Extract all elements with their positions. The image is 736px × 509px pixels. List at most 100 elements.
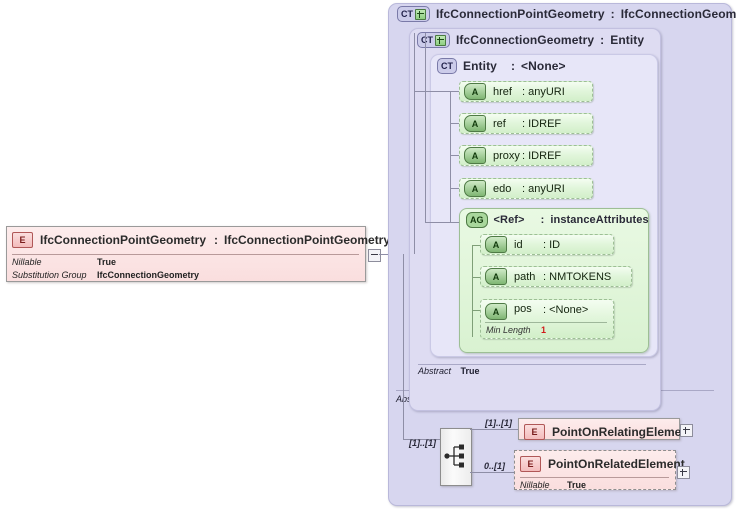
child-element-PointOnRelatedElement[interactable]: E PointOnRelatedElement Nillable True — [514, 450, 685, 490]
outer-type-name: IfcConnectionPointGeometry — [436, 7, 605, 21]
attribute-type: : NMTOKENS — [543, 271, 611, 283]
connector-bus-v1 — [414, 33, 415, 254]
badge-label: CT — [421, 34, 433, 45]
attribute-separator: : — [522, 85, 526, 98]
connector-bus-v2 — [403, 254, 404, 439]
attribute-pos[interactable]: A pos : <None> Min Length 1 — [480, 299, 614, 339]
root-element-collapse-toggle[interactable] — [368, 249, 381, 262]
expand-plus-icon[interactable] — [435, 34, 446, 46]
attribute-type-label: NMTOKENS — [549, 270, 612, 283]
connector-attr-href — [450, 91, 459, 92]
complex-type-badge[interactable]: CT — [417, 32, 450, 48]
attribute-group-badge: AG — [466, 212, 488, 228]
attribute-proxy[interactable]: A proxy : IDREF — [459, 145, 593, 166]
child-1-expand-toggle[interactable] — [680, 424, 693, 437]
outer-type-base: IfcConnectionGeometry — [620, 7, 736, 21]
attribute-icon: A — [464, 83, 486, 100]
connector-group-trunk — [472, 245, 473, 337]
outer-type-header: CT IfcConnectionPointGeometry : IfcConne… — [397, 6, 736, 22]
child-element-PointOnRelatingElement[interactable]: E PointOnRelatingElement — [518, 418, 693, 440]
connector-attr-edo — [450, 188, 459, 189]
attribute-name: ref — [493, 117, 506, 130]
attribute-group-name: <Ref> — [493, 214, 525, 226]
attribute-separator: : — [522, 149, 526, 162]
attribute-type: : IDREF — [522, 118, 561, 130]
connector-attr-ref — [450, 123, 459, 124]
attribute-name: pos — [514, 303, 532, 315]
attribute-type: : anyURI — [522, 86, 565, 98]
connector-group-attr-pos — [472, 310, 480, 311]
attribute-type: : IDREF — [522, 150, 561, 162]
facet-value: 1 — [541, 325, 547, 335]
middle-type-separator: : — [600, 33, 605, 47]
prop-key: Nillable — [520, 480, 550, 490]
child-2-divider — [520, 477, 669, 478]
connector-child-2 — [470, 472, 514, 473]
connector-bus-h-top — [414, 91, 450, 92]
middle-type-header: CT IfcConnectionGeometry : Entity — [417, 32, 644, 48]
root-element-prop-substitution-group: Substitution Group IfcConnectionGeometry — [7, 270, 365, 283]
attribute-edo[interactable]: A edo : anyURI — [459, 178, 593, 199]
root-element-box[interactable]: E IfcConnectionPointGeometry : IfcConnec… — [6, 226, 390, 283]
connector-child-1 — [470, 429, 518, 430]
attribute-icon: A — [464, 115, 486, 132]
root-element-header: E IfcConnectionPointGeometry : IfcConnec… — [7, 227, 390, 253]
root-element-type: IfcConnectionPointGeometry — [224, 233, 391, 247]
attribute-href[interactable]: A href : anyURI — [459, 81, 593, 102]
attribute-icon: A — [464, 180, 486, 197]
badge-label: CT — [401, 8, 413, 19]
connector-attr-proxy — [450, 155, 459, 156]
attribute-separator: : — [543, 270, 547, 283]
attribute-type-label: anyURI — [528, 85, 565, 98]
attribute-type-label: <None> — [549, 304, 589, 316]
root-element-divider — [12, 254, 359, 255]
inner-type-header: CT Entity : <None> — [437, 58, 566, 74]
child-2-expand-toggle[interactable] — [677, 466, 690, 479]
badge-label: CT — [441, 60, 453, 71]
attribute-icon: A — [485, 268, 507, 285]
complex-type-badge[interactable]: CT — [397, 6, 430, 22]
attribute-type-label: IDREF — [528, 149, 562, 162]
child-1-name: PointOnRelatingElement — [552, 425, 693, 439]
attribute-group-separator: : — [540, 214, 545, 226]
root-element-separator: : — [214, 233, 219, 247]
complex-type-badge[interactable]: CT — [437, 58, 457, 74]
attribute-name: href — [493, 85, 512, 98]
outer-type-separator: : — [610, 7, 615, 21]
attribute-type: : <None> — [543, 304, 588, 316]
prop-value: True — [567, 480, 587, 490]
middle-type-base: Entity — [610, 33, 645, 47]
attribute-path[interactable]: A path : NMTOKENS — [480, 266, 632, 287]
root-element-title: IfcConnectionPointGeometry — [40, 233, 207, 247]
connector-bus-v3 — [425, 33, 426, 222]
abstract-value: True — [460, 366, 480, 376]
inner-type-base: <None> — [521, 59, 566, 73]
attribute-ref[interactable]: A ref : IDREF — [459, 113, 593, 134]
element-icon: E — [524, 424, 545, 440]
attribute-icon: A — [485, 236, 507, 253]
inner-type-name: Entity — [463, 59, 497, 73]
child-2-header: E PointOnRelatedElement — [515, 451, 685, 476]
attribute-icon: A — [485, 303, 507, 320]
attribute-name: edo — [493, 182, 512, 195]
child-2-name: PointOnRelatedElement — [548, 456, 685, 471]
attribute-type-label: anyURI — [528, 182, 565, 195]
abstract-key: Abstract — [418, 366, 452, 376]
attribute-separator: : — [522, 182, 526, 195]
middle-type-name: IfcConnectionGeometry — [456, 33, 595, 47]
inner-type-separator: : — [510, 59, 516, 73]
expand-plus-icon[interactable] — [415, 8, 426, 20]
attribute-group-type: instanceAttributes — [550, 214, 649, 226]
connector-group-attr-path — [472, 277, 480, 278]
middle-type-divider — [418, 364, 646, 365]
attribute-separator: : — [543, 238, 547, 251]
attribute-name: id — [514, 238, 523, 251]
attribute-icon: A — [464, 147, 486, 164]
sequence-icon — [444, 444, 464, 468]
attribute-type-label: IDREF — [528, 117, 562, 130]
attribute-id[interactable]: A id : ID — [480, 234, 614, 255]
connector-attribute-group — [450, 222, 459, 223]
attribute-separator: : — [522, 117, 526, 130]
connector-bus-h-bottom — [403, 439, 445, 440]
attribute-name: path — [514, 270, 536, 283]
